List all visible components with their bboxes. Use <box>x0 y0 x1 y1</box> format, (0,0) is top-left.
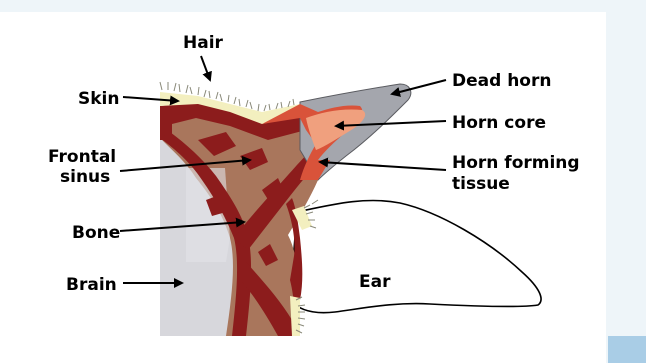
label-horn-forming-line2: tissue <box>452 174 510 194</box>
label-hair: Hair <box>183 33 224 53</box>
label-frontal-sinus-line2: sinus <box>60 167 110 187</box>
ear-shape <box>290 200 541 312</box>
label-skin: Skin <box>78 89 119 109</box>
label-horn-core: Horn core <box>452 113 546 133</box>
horn-forming-arrow <box>320 162 446 170</box>
label-ear: Ear <box>359 272 391 292</box>
label-bone: Bone <box>72 223 120 243</box>
label-frontal-sinus-line1: Frontal <box>48 147 116 167</box>
label-dead-horn: Dead horn <box>452 71 551 91</box>
hair-arrow <box>201 56 210 80</box>
label-horn-forming-line1: Horn forming <box>452 153 580 173</box>
label-brain: Brain <box>66 275 117 295</box>
